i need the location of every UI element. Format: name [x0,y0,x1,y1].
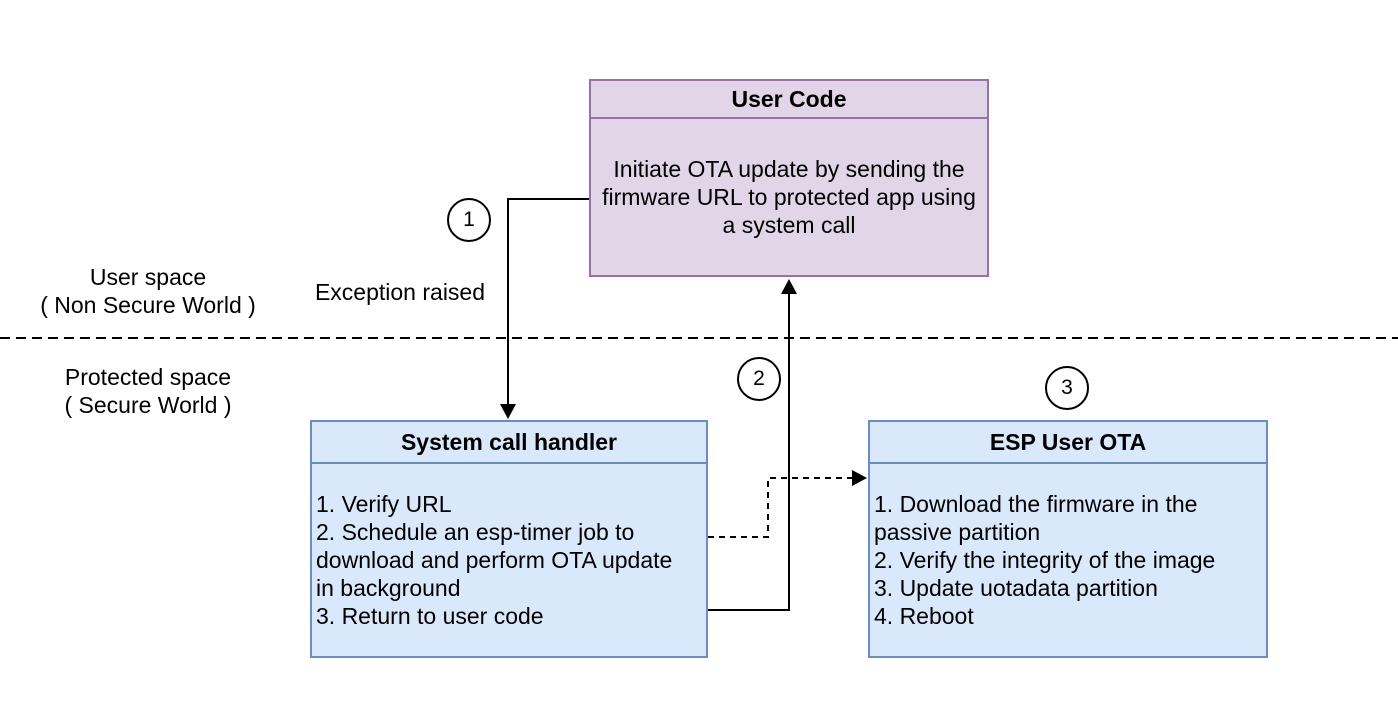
handler-step-item: 1. Verify URL [316,491,452,517]
arrow-head-down-icon [500,404,516,419]
exception-raised-label: Exception raised [314,279,486,305]
user-code-body: Initiate OTA update by sending the firmw… [602,156,976,238]
ota-step-item: 4. Reboot [874,603,974,629]
user-space-label-line2: ( Non Secure World ) [40,292,256,318]
system-call-handler-title: System call handler [312,422,706,464]
esp-user-ota-title: ESP User OTA [870,422,1266,464]
step-circle-1: 1 [447,198,491,242]
esp-user-ota-body: 1. Download the firmware in the passive … [870,464,1266,656]
arrow-head-right-icon [852,470,867,486]
user-space-label-line1: User space [89,264,207,290]
user-space-label: User space ( Non Secure World ) [0,263,296,319]
user-code-box: User Code Initiate OTA update by sending… [589,79,989,277]
protected-space-label-line2: ( Secure World ) [64,392,232,418]
ota-step-item: 1. Download the firmware in the passive … [874,491,1198,545]
step-circle-2: 2 [737,357,781,401]
arrow-user-code-to-handler [507,198,589,405]
step-circle-3: 3 [1045,366,1089,410]
user-code-title: User Code [591,81,987,119]
protected-space-label: Protected space ( Secure World ) [0,363,296,419]
arrow-handler-to-user-code [708,293,790,611]
dashed-arrow-handler-to-esp-ota [708,477,852,538]
ota-step-item: 2. Verify the integrity of the image [874,547,1216,573]
handler-step-item: 2. Schedule an esp-timer job to download… [316,519,673,601]
esp-user-ota-box: ESP User OTA 1. Download the firmware in… [868,420,1268,658]
system-call-handler-body: 1. Verify URL 2. Schedule an esp-timer j… [312,464,706,656]
handler-step-item: 3. Return to user code [316,603,544,629]
ota-step-item: 3. Update uotadata partition [874,575,1158,601]
arrow-head-up-icon [781,279,797,294]
system-call-handler-box: System call handler 1. Verify URL 2. Sch… [310,420,708,658]
protected-space-label-line1: Protected space [64,364,232,390]
